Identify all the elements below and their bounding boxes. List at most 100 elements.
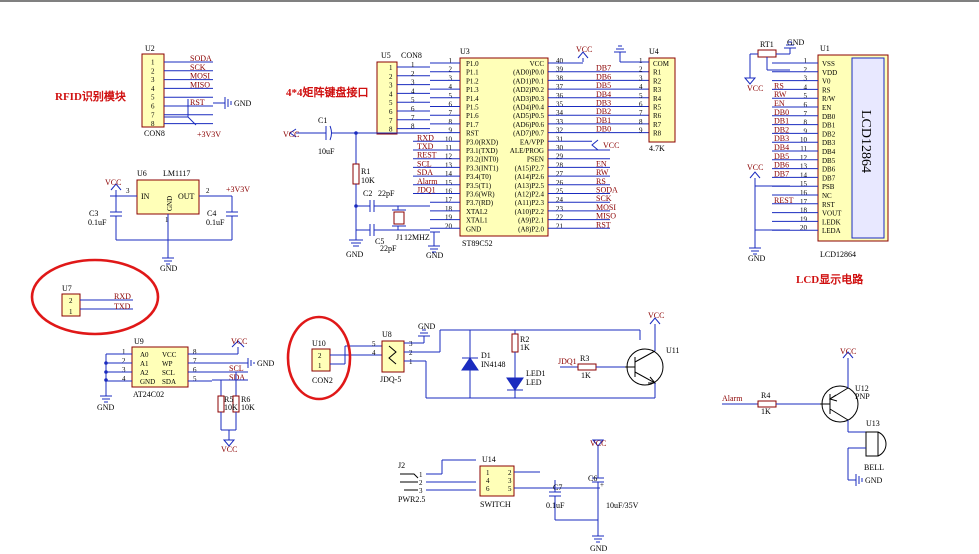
c3-ref: C3 [89,209,98,218]
u7-connector[interactable]: U7 2 1 RXD TXD [61,284,133,317]
u5-pin-num-1: 1 [411,61,415,69]
u3-right-net-12: EN [596,159,607,168]
u3-type: ST89C52 [462,239,493,248]
u1-pin-16: 17 [800,198,808,206]
u1-label-4: R/W [822,95,836,103]
u3-right-net-4: DB4 [596,90,611,99]
c2-ref: C2 [363,189,372,198]
u5-pin-3: 3 [389,82,393,90]
u3-left-pin-12: 13 [445,161,453,169]
u2-net-2: SCK [190,63,206,72]
u4-ref: U4 [649,47,659,56]
u3-left-net-10: TXD [417,142,434,151]
r3-value: 1K [581,371,591,380]
u3-left-label-1: P1.1 [466,69,479,77]
j2-pin1: 1 [419,471,423,479]
u9-right-pin-0: 8 [193,348,197,356]
c5-ref: C5 [375,237,384,246]
lcd-contrast-trimmer[interactable]: RT1 VCC GND [743,38,805,93]
d1-diode[interactable]: D1 IN4148 [461,330,505,398]
u1-label-14: PSB [822,183,835,191]
u3-left-pin-18: 19 [445,214,453,222]
u1-panel-label: LCD12864 [858,110,873,173]
u3-left-label-18: XTAL1 [466,217,488,225]
c6-value: 10uF/35V [606,501,639,510]
u1-label-8: DB2 [822,130,836,138]
u4-label-0: COM [653,60,670,68]
u11-vcc: VCC [648,311,664,320]
u7-pin1: 1 [69,308,73,316]
j2-pin3: 3 [419,487,423,495]
u8-pin2: 2 [409,349,413,357]
r2-resistor[interactable]: R2 1K [511,330,530,378]
u10-connector[interactable]: U10 2 1 CON2 [311,339,382,385]
u6-regulator[interactable]: U6 LM1117 IN OUT GND 3 2 1 VCC +3V3V C3 … [88,169,250,273]
u3-right-label-11: PSEN [527,156,544,164]
u4-pin-0: 1 [639,57,643,65]
mcu-gnd: GND [426,251,444,260]
u1-label-0: VSS [822,60,835,68]
u3-right-pin-13: 27 [556,170,564,178]
r4-value: 1K [761,407,771,416]
u4-label-2: R2 [653,77,662,85]
u1-label-10: DB4 [822,148,836,156]
u7-ref: U7 [62,284,72,293]
u2-pin-7: 7 [151,111,155,119]
u3-left-net-12: SCL [417,159,432,168]
u4-pin-7: 8 [639,118,643,126]
reset-gnd: GND [346,250,364,259]
u3-left-label-9: P3.0(RXD) [466,138,499,146]
u3-right-net-14: RS [596,177,606,186]
u3-right-pin-9: 31 [556,135,564,143]
u3-right-label-7: (AD6)P0.6 [513,121,544,129]
r4-resistor[interactable]: Alarm R4 1K [722,391,820,416]
u3-left-net-13: SDA [417,168,433,177]
u3-right-label-1: (AD0)P0.0 [513,69,544,77]
u1-label-11: DB5 [822,157,836,165]
u11-transistor[interactable]: VCC U11 [515,311,679,399]
r4-ref: R4 [761,391,770,400]
u9-left-label-0: A0 [140,351,149,359]
u8-type: JDQ-5 [380,375,401,384]
u1-net-5: EN [774,99,785,108]
r3-resistor[interactable]: JDQ1 R3 1K [558,354,625,380]
u8-relay[interactable]: U8 5 4 3 2 1 JDQ-5 GND [372,322,630,399]
u9-gnd: GND [97,403,115,412]
u3-right-net-19: RST [596,220,611,229]
c7-capacitor[interactable]: C7 0.1uF [546,480,565,520]
u3-right-pin-5: 35 [556,101,564,109]
c6-capacitor[interactable]: VCC + C6 10uF/35V GND [555,439,639,553]
led1-ref: LED1 [526,369,546,378]
u1-pin-4: 5 [804,92,808,100]
reset-circuit[interactable]: VCC C1 10uF R1 10K C2 22pF C5 22pF J1 12… [283,116,444,260]
u3-left-label-2: P1.2 [466,77,479,85]
u4-pin-4: 5 [639,92,643,100]
r4-net: Alarm [722,394,743,403]
d1-ref: D1 [481,351,491,360]
u3-right-label-15: (A12)P2.4 [515,191,545,199]
j2-power-jack[interactable]: J2 1 2 3 PWR2.5 [398,459,476,504]
u12-pnp-transistor[interactable]: VCC U12 PNP [820,347,870,432]
u3-right-pin-17: 23 [556,205,564,213]
u9-right-label-1: WP [162,360,173,368]
u8-pin5: 5 [372,340,376,348]
u3-left-label-17: XTAL2 [466,208,488,216]
u7-rxd: RXD [114,292,131,301]
u1-net-8: DB2 [774,125,789,134]
u1-lcd12864[interactable]: U1 LCD12864 VSS1VDD2V03RS4RSR/W5RWEN6END… [747,44,889,263]
u9-scl: SCL [229,364,244,373]
u8-pin4: 4 [372,349,376,357]
u3-right-net-13: RW [596,168,609,177]
u3-ea-vcc: VCC [603,141,619,150]
led1[interactable]: LED1 LED [506,369,546,398]
u5-pin-7: 7 [389,117,393,125]
u1-label-17: VOUT [822,210,842,218]
u14-right-pin-2: 5 [508,485,512,493]
u13-buzzer[interactable]: U13 BELL GND [847,419,887,486]
